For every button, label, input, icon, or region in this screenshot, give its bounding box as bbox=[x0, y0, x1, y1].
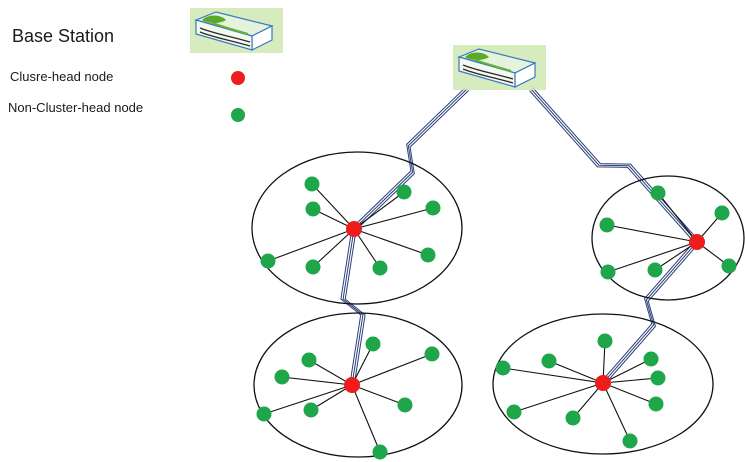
legend-base-station-label: Base Station bbox=[12, 26, 115, 46]
non-cluster-head-node bbox=[365, 336, 381, 352]
non-cluster-head-node bbox=[600, 264, 616, 280]
member-link bbox=[502, 367, 604, 384]
member-link bbox=[353, 207, 434, 230]
member-link bbox=[351, 353, 433, 386]
non-cluster-head-node bbox=[396, 184, 412, 200]
non-cluster-head-node bbox=[372, 260, 388, 276]
link-top-left-to-base-station bbox=[353, 88, 468, 230]
non-cluster-head-node bbox=[420, 247, 436, 263]
member-link bbox=[654, 241, 698, 271]
non-cluster-head-node bbox=[260, 253, 276, 269]
non-cluster-head-node bbox=[650, 370, 666, 386]
non-cluster-head-node bbox=[274, 369, 290, 385]
legend-base-station-icon bbox=[189, 7, 284, 54]
non-cluster-head-node bbox=[303, 402, 319, 418]
cluster-boundary bbox=[492, 313, 714, 455]
legend-non-cluster-head-label: Non-Cluster-head node bbox=[8, 100, 144, 115]
base-station-icon bbox=[452, 44, 547, 91]
non-cluster-head-node bbox=[301, 352, 317, 368]
member-link bbox=[602, 382, 631, 442]
cluster-head-node bbox=[595, 375, 611, 391]
member-link bbox=[263, 384, 353, 415]
non-cluster-head-node bbox=[256, 406, 272, 422]
cluster-head-node bbox=[689, 234, 705, 250]
cluster-boundary bbox=[591, 175, 745, 301]
non-cluster-head-node bbox=[305, 259, 321, 275]
cluster-head-node bbox=[344, 377, 360, 393]
link-top-right-to-base-station bbox=[530, 88, 698, 243]
link-bottom-left-to-top-left bbox=[342, 228, 364, 386]
non-cluster-head-node bbox=[714, 205, 730, 221]
cluster-bottom-right bbox=[492, 313, 714, 455]
member-link bbox=[513, 382, 604, 413]
non-cluster-head-node bbox=[541, 353, 557, 369]
member-link bbox=[602, 377, 659, 384]
legend-cluster-head-dot bbox=[231, 71, 245, 85]
member-link bbox=[311, 183, 355, 230]
non-cluster-head-node bbox=[721, 258, 737, 274]
cluster-top-left bbox=[251, 151, 463, 305]
non-cluster-head-node bbox=[648, 396, 664, 412]
non-cluster-head-node bbox=[425, 200, 441, 216]
cluster-boundary bbox=[251, 151, 463, 305]
non-cluster-head-node bbox=[622, 433, 638, 449]
member-link bbox=[308, 359, 353, 386]
non-cluster-head-node bbox=[305, 201, 321, 217]
legend-cluster-head-label: Clusre-head node bbox=[10, 69, 114, 84]
member-link bbox=[312, 228, 355, 268]
non-cluster-head-node bbox=[495, 360, 511, 376]
cluster-top-right bbox=[591, 175, 745, 301]
member-link bbox=[353, 191, 405, 230]
member-link bbox=[353, 228, 429, 256]
member-link bbox=[602, 382, 657, 405]
non-cluster-head-node bbox=[643, 351, 659, 367]
member-link bbox=[606, 224, 698, 243]
non-cluster-head-node bbox=[372, 444, 388, 460]
legend-non-cluster-head-dot bbox=[231, 108, 245, 122]
cluster-boundary bbox=[253, 312, 463, 458]
non-cluster-head-node bbox=[597, 333, 613, 349]
cluster-bottom-left bbox=[253, 312, 463, 460]
member-link bbox=[267, 228, 355, 262]
non-cluster-head-node bbox=[647, 262, 663, 278]
link-bottom-right-to-top-right bbox=[602, 241, 698, 384]
member-link bbox=[351, 384, 381, 453]
non-cluster-head-node bbox=[565, 410, 581, 426]
member-link bbox=[351, 384, 406, 406]
member-link bbox=[281, 376, 353, 386]
non-cluster-head-node bbox=[304, 176, 320, 192]
member-link bbox=[607, 241, 698, 273]
non-cluster-head-node bbox=[599, 217, 615, 233]
member-link bbox=[548, 360, 604, 384]
non-cluster-head-node bbox=[397, 397, 413, 413]
member-link bbox=[310, 384, 353, 411]
member-link bbox=[602, 358, 652, 384]
non-cluster-head-node bbox=[506, 404, 522, 420]
member-link bbox=[657, 192, 698, 243]
non-cluster-head-node bbox=[650, 185, 666, 201]
non-cluster-head-node bbox=[424, 346, 440, 362]
cluster-head-node bbox=[346, 221, 362, 237]
